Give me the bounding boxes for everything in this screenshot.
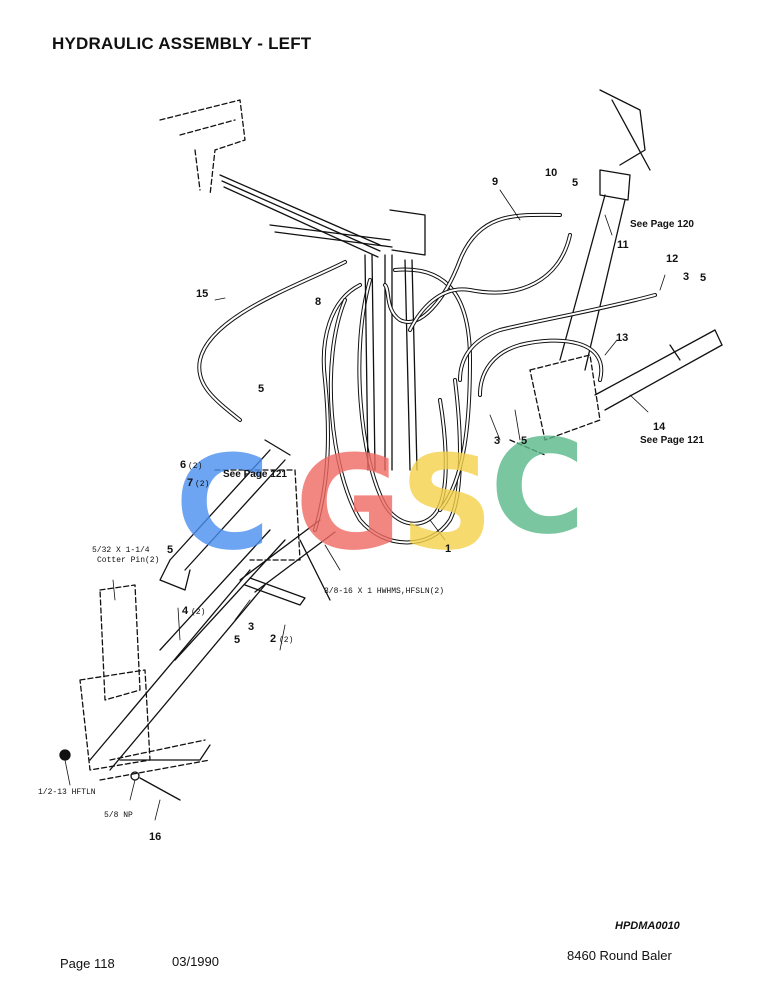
watermark: C G S C (175, 411, 585, 579)
callout-16: 16 (149, 831, 161, 843)
callout-10: 10 (545, 167, 557, 179)
callout-3-middle: 3 (494, 435, 500, 447)
callout-3-lower: 3 (248, 621, 254, 633)
see-page-refs: See Page 120 See Page 121 See Page 121 (223, 219, 704, 480)
callout-1: 1 (445, 543, 451, 555)
callout-7: 7 (187, 477, 193, 489)
notes: 5/32 X 1-1/4 Cotter Pin(2) 3/8-16 X 1 HW… (38, 546, 444, 820)
callout-5-d: 5 (521, 435, 527, 447)
lift-arm (89, 569, 266, 771)
callout-4: 4 (182, 605, 189, 617)
bolt-16 (139, 777, 181, 801)
watermark-letter-c1: C (175, 427, 270, 579)
leader-lines (64, 189, 666, 821)
lift-cylinder-right (239, 519, 336, 606)
page-title: HYDRAULIC ASSEMBLY - LEFT (52, 34, 312, 53)
right-bracket (509, 354, 601, 456)
watermark-letter-g: G (295, 427, 402, 579)
callout-5-c: 5 (234, 634, 240, 646)
tube-bundle (219, 174, 426, 258)
callout-9: 9 (492, 176, 498, 188)
cylinder-14 (594, 329, 723, 411)
upper-frame (159, 99, 246, 196)
callout-5-e: 5 (572, 177, 578, 189)
cylinder-11 (559, 89, 651, 371)
drawing-code: HPDMA0010 (615, 920, 680, 932)
callout-4-qty: (2) (191, 608, 205, 617)
nut-note: 1/2-13 HFTLN (38, 788, 96, 797)
callout-2-qty: (2) (279, 636, 293, 645)
see-page-120: See Page 120 (630, 219, 694, 230)
np-note: 5/8 NP (104, 811, 133, 820)
callout-13: 13 (616, 332, 628, 344)
revision-date: 03/1990 (172, 954, 219, 969)
lower-frame (79, 469, 301, 781)
callout-3-upper: 3 (683, 271, 689, 283)
callout-5-f: 5 (700, 272, 706, 284)
see-page-121-left: See Page 121 (223, 469, 287, 480)
callout-8: 8 (315, 296, 321, 308)
callout-12: 12 (666, 253, 678, 265)
callout-7-qty: (2) (195, 480, 209, 489)
see-page-121-right: See Page 121 (640, 435, 704, 446)
model-name: 8460 Round Baler (567, 948, 672, 963)
callout-11: 11 (617, 239, 629, 251)
cotter-pin-note-line2: Cotter Pin(2) (97, 556, 159, 565)
vertical-tubes (364, 254, 418, 471)
hose-1-loop (328, 267, 472, 545)
page-number: Page 118 (60, 956, 115, 971)
callout-15: 15 (196, 288, 208, 300)
callout-6-qty: (2) (188, 462, 202, 471)
cotter-pin-note-line1: 5/32 X 1-1/4 (92, 546, 150, 555)
callout-2: 2 (270, 633, 276, 645)
watermark-letter-s: S (400, 427, 494, 579)
callout-6: 6 (180, 459, 186, 471)
callouts: 1 2 (2) 3 3 3 4 (2) 5 5 5 5 5 5 6 (2) 7 … (149, 167, 706, 843)
watermark-letter-c2: C (490, 411, 585, 563)
callout-5-b: 5 (167, 544, 173, 556)
bolt-note: 3/8-16 X 1 HWHMS,HFSLN(2) (324, 587, 444, 596)
callout-5-a: 5 (258, 383, 264, 395)
callout-14: 14 (653, 421, 666, 433)
